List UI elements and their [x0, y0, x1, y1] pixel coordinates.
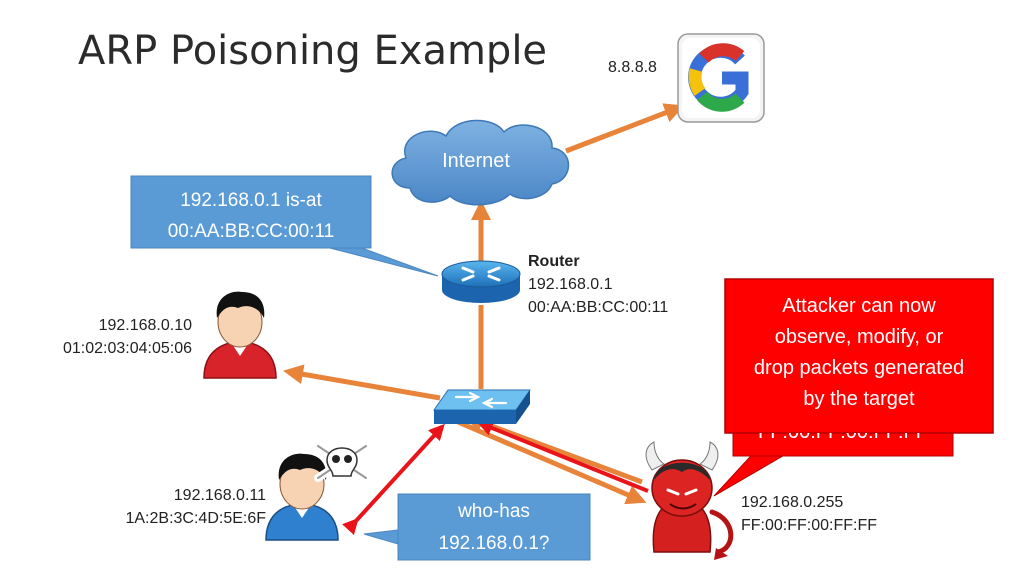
attacker-mac: FF:00:FF:00:FF:FF	[741, 517, 878, 534]
victim-ip: 192.168.0.11	[173, 487, 266, 504]
devil-icon	[645, 441, 734, 560]
link-switch-attacker-bottom	[457, 419, 647, 505]
page-title: ARP Poisoning Example	[78, 28, 548, 74]
poison-link-attacker	[476, 420, 649, 493]
is-at-line1: 192.168.0.1 is-at	[180, 190, 322, 211]
victim-user-icon	[265, 453, 339, 541]
attacker-note-callout	[713, 278, 994, 497]
switch-icon	[433, 389, 531, 424]
internet-label: Internet	[442, 150, 510, 172]
attacker-note-line-3: drop packets generated	[754, 357, 964, 379]
router-ip: 192.168.0.1	[528, 276, 613, 293]
attacker-note-line-2: observe, modify, or	[775, 326, 944, 348]
router-name: Router	[528, 253, 580, 270]
who-has-line2: 192.168.0.1?	[439, 533, 550, 554]
host-a-mac: 01:02:03:04:05:06	[62, 340, 192, 357]
router-info: Router 192.168.0.1 00:AA:BB:CC:00:11	[528, 250, 668, 319]
user-icon	[203, 291, 277, 379]
victim-info: 192.168.0.11 1A:2B:3C:4D:5E:6F	[80, 484, 266, 530]
victim-mac: 1A:2B:3C:4D:5E:6F	[125, 510, 266, 527]
attacker-note-line-4: by the target	[803, 388, 915, 410]
is-at-line2: 00:AA:BB:CC:00:11	[168, 221, 335, 242]
hidden-mac-fragment: FF:00:FF:00:FF:FF	[733, 433, 953, 444]
google-logo-icon	[677, 33, 765, 123]
host-a-info: 192.168.0.10 01:02:03:04:05:06	[20, 314, 192, 360]
attacker-ip: 192.168.0.255	[741, 494, 844, 511]
who-has-line1: who-has	[457, 501, 530, 522]
hidden-mac-box: FF:00:FF:00:FF:FF	[733, 433, 953, 455]
dns-ip-label: 8.8.8.8	[608, 59, 657, 76]
router-mac: 00:AA:BB:CC:00:11	[528, 299, 669, 316]
cloud-icon	[391, 119, 570, 206]
red-links	[342, 420, 649, 536]
link-switch-host-a	[283, 364, 441, 401]
attacker-note-line-1: Attacker can now	[782, 295, 936, 317]
attacker-info: 192.168.0.255 FF:00:FF:00:FF:FF	[741, 491, 877, 537]
host-a-ip: 192.168.0.10	[98, 317, 192, 334]
skull-crossbones-icon	[314, 442, 370, 482]
is-at-callout	[130, 175, 439, 277]
who-has-callout	[363, 493, 591, 561]
link-cloud-google	[565, 103, 685, 154]
router-icon	[441, 260, 521, 303]
poison-link-victim	[342, 423, 445, 536]
